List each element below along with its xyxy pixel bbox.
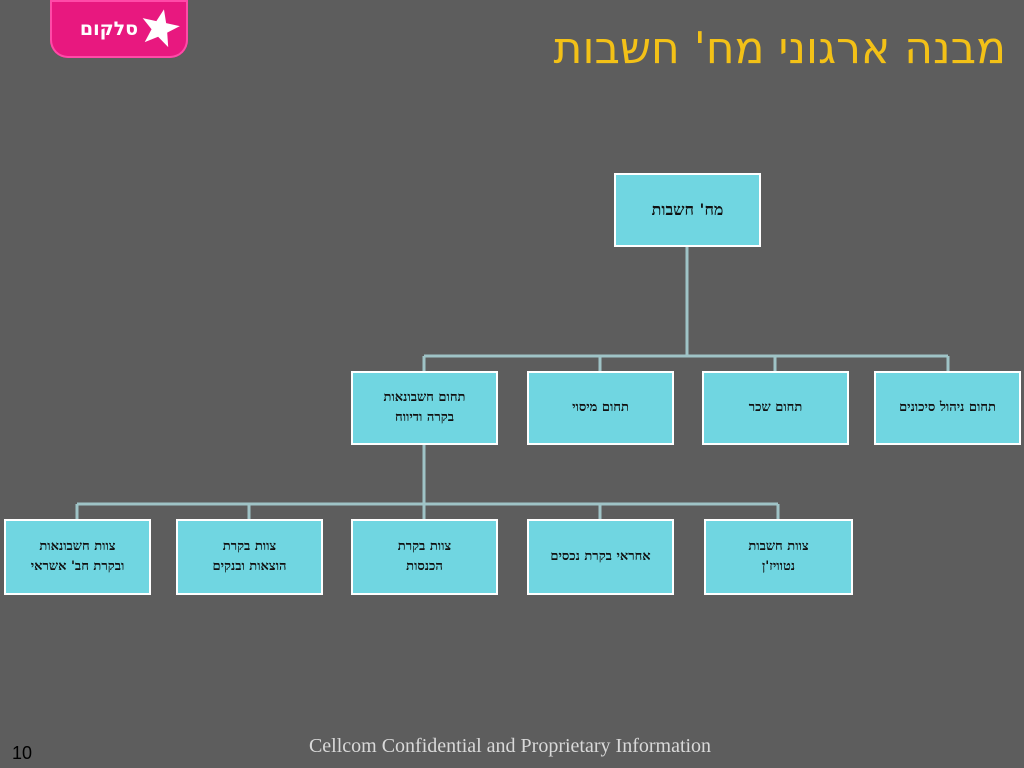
org-node-accounting-control-reporting: תחום חשבונאות בקרה ודיווח xyxy=(351,371,498,445)
slide-number: 10 xyxy=(12,743,33,763)
org-node-label: צוות בקרת הוצאות ובנקים xyxy=(212,539,287,574)
org-node-risk-management: תחום ניהול סיכונים xyxy=(874,371,1021,445)
org-node-team-revenue-control: צוות בקרת הכנסות xyxy=(351,519,498,595)
cellcom-logo: סלקום xyxy=(50,0,188,58)
logo-text: סלקום xyxy=(79,18,138,40)
star-icon xyxy=(142,9,180,48)
org-node-taxation: תחום מיסוי xyxy=(527,371,674,445)
page-title: מבנה ארגוני מח' חשבות xyxy=(553,23,1006,74)
org-node-label: תחום חשבונאות בקרה ודיווח xyxy=(383,390,466,425)
org-node-label: תחום מיסוי xyxy=(572,400,629,415)
org-node-team-credit-accounting: צוות חשבונאות ובקרת חב' אשראי xyxy=(4,519,151,595)
org-node-accounting-dept: מח' חשבות xyxy=(614,173,761,247)
org-node-team-netvision: צוות חשבות נטוויז'ן xyxy=(704,519,853,595)
org-node-label: צוות חשבונאות ובקרת חב' אשראי xyxy=(30,539,125,574)
org-node-label: מח' חשבות xyxy=(651,200,724,219)
confidential-footer: Cellcom Confidential and Proprietary Inf… xyxy=(308,735,712,757)
org-node-label: צוות חשבות נטוויז'ן xyxy=(748,539,809,574)
org-node-label: תחום ניהול סיכונים xyxy=(899,400,996,415)
org-node-payroll: תחום שכר xyxy=(702,371,849,445)
org-node-label: תחום שכר xyxy=(748,400,803,415)
org-node-team-expenses-banks: צוות בקרת הוצאות ובנקים xyxy=(176,519,323,595)
org-node-assets-control: אחראי בקרת נכסים xyxy=(527,519,674,595)
org-node-label: צוות בקרת הכנסות xyxy=(397,539,452,574)
org-node-label: אחראי בקרת נכסים xyxy=(550,549,651,564)
